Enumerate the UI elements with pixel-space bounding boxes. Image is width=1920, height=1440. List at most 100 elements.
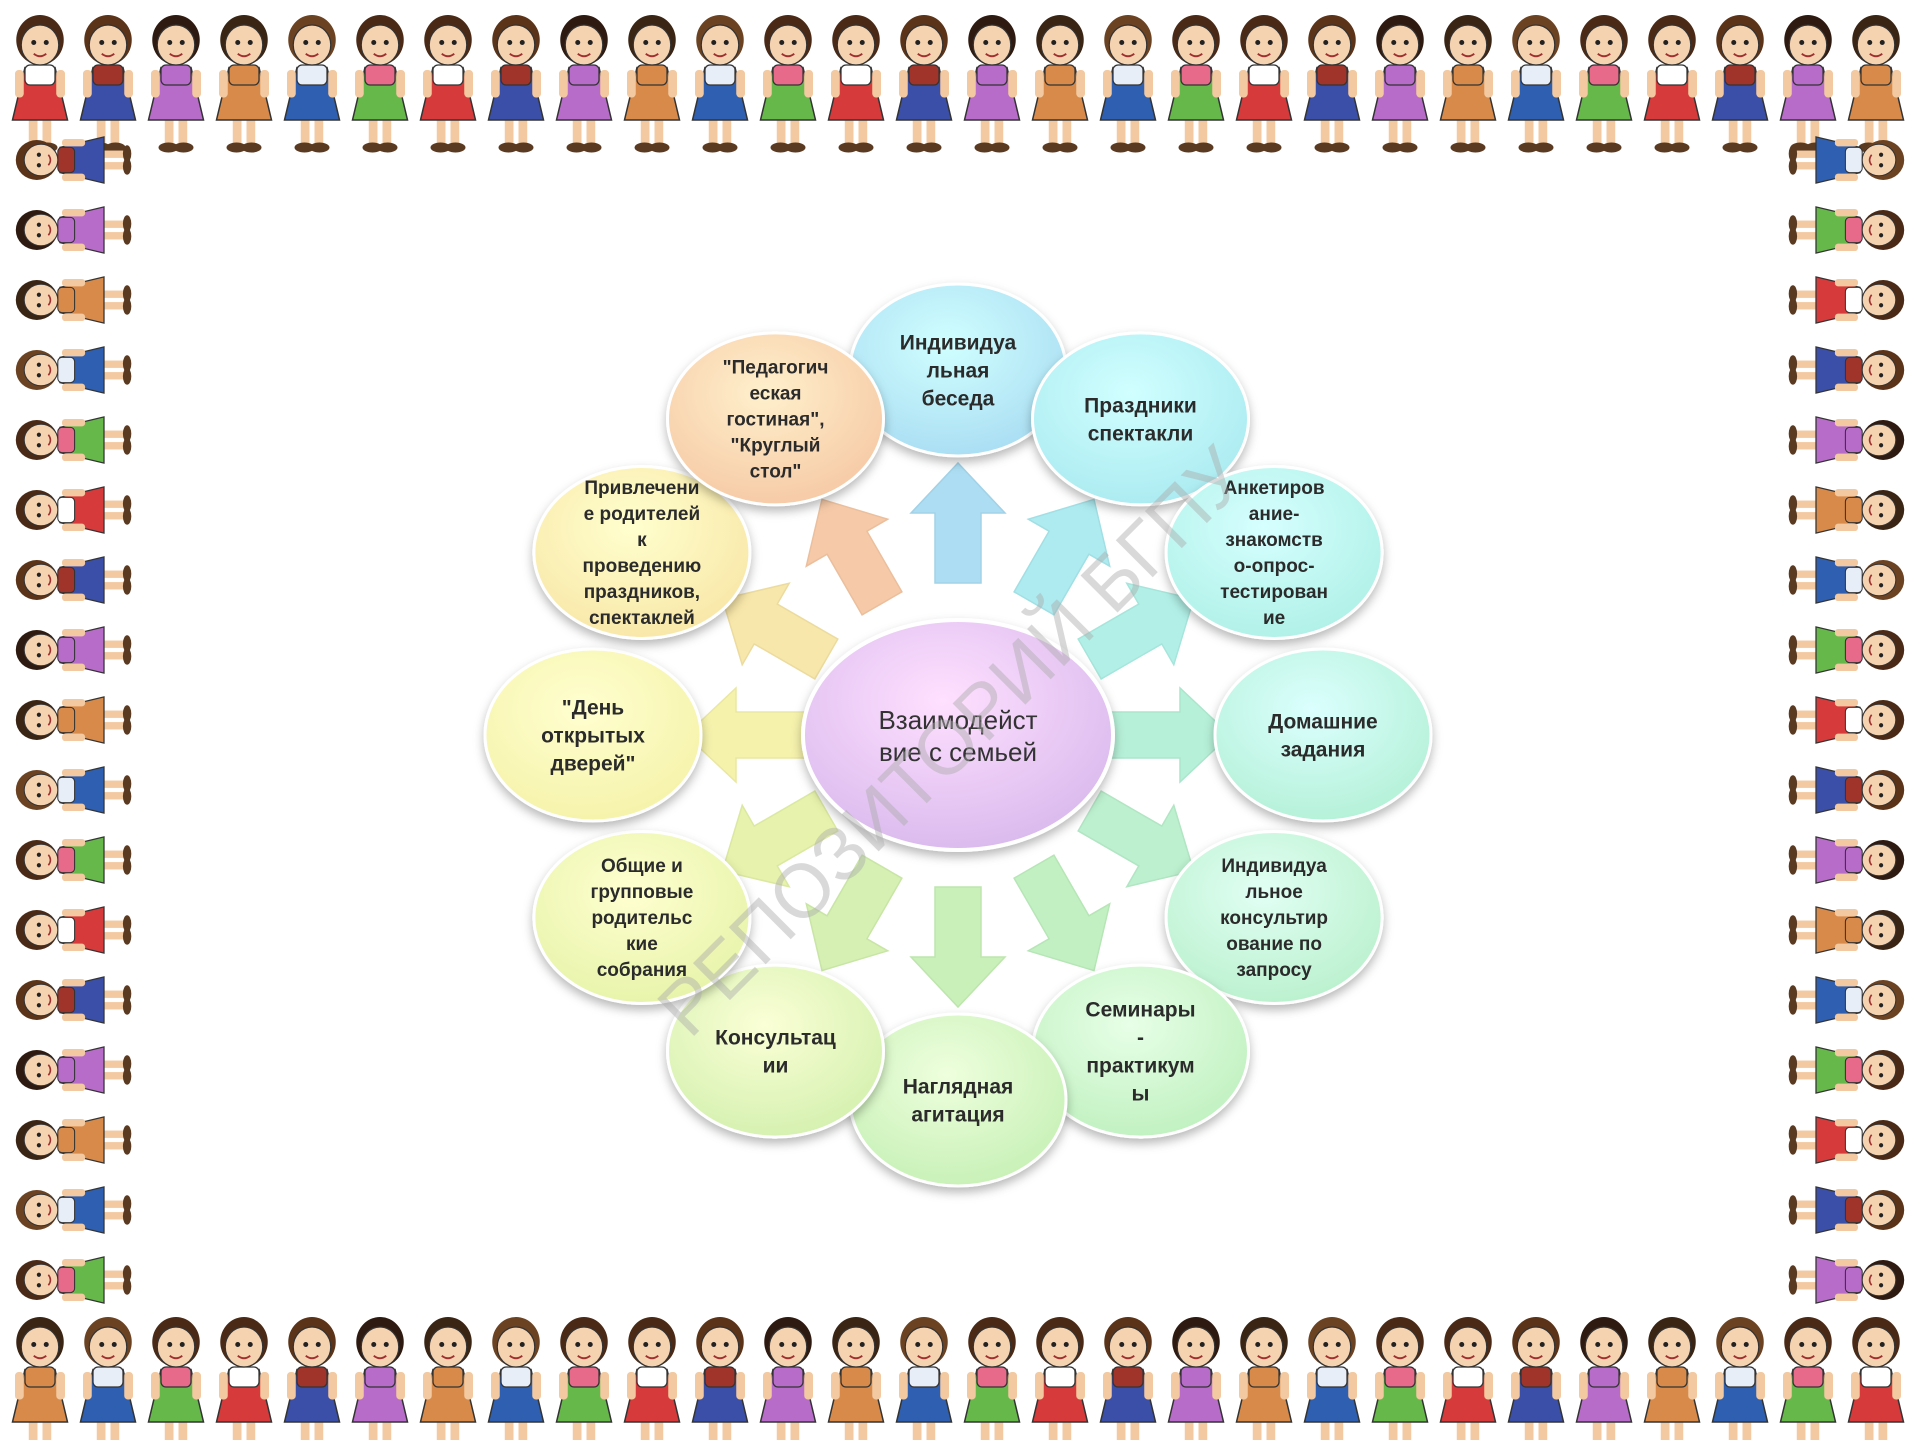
child-figure: [1788, 976, 1905, 1024]
node-questionnaire: Анкетирование-знакомство-опрос-тестирова…: [1164, 465, 1384, 640]
child-figure: [487, 15, 545, 153]
child-figure: [1779, 15, 1837, 153]
node-circle: [1164, 465, 1384, 640]
child-figure: [1788, 1256, 1905, 1304]
node-label-line: о-опрос-: [1234, 556, 1315, 577]
node-label-line: практикум: [1086, 1054, 1194, 1077]
node-label-line: еская: [749, 384, 801, 405]
node-label-line: "День: [562, 696, 625, 719]
child-figure: [15, 1186, 132, 1234]
arrow-pedagogical-lounge: [805, 498, 903, 616]
child-figure: [1711, 15, 1769, 153]
child-figure: [1031, 15, 1089, 153]
node-circle: [1031, 331, 1250, 507]
node-label-line: праздников,: [584, 582, 700, 603]
child-figure: [283, 15, 341, 153]
child-figure: [759, 1317, 817, 1440]
child-figure: [1788, 696, 1905, 744]
node-label-line: спектаклей: [589, 608, 695, 629]
child-figure: [1788, 626, 1905, 674]
child-figure: [759, 15, 817, 153]
child-figure: [15, 906, 132, 954]
child-figure: [1788, 906, 1905, 954]
arrow-meetings: [721, 790, 839, 888]
child-figure: [1711, 1317, 1769, 1440]
child-figure: [487, 1317, 545, 1440]
child-figure: [15, 1116, 132, 1164]
arrow-open-day: [684, 686, 807, 784]
child-figure: [15, 766, 132, 814]
node-label-line: ии: [763, 1054, 789, 1077]
node-circle: [532, 465, 752, 640]
node-label-line: Индивидуа: [1221, 856, 1327, 877]
node-label-line: Домашние: [1268, 710, 1377, 733]
center-label-line: Взаимодейст: [878, 705, 1037, 735]
child-figure: [419, 15, 477, 153]
child-figure: [15, 346, 132, 394]
child-figure: [623, 15, 681, 153]
child-figure: [1439, 1317, 1497, 1440]
child-figure: [15, 206, 132, 254]
node-consultations: Консультац ии: [666, 963, 885, 1139]
child-figure: [1788, 276, 1905, 324]
node-label-line: собрания: [597, 960, 687, 981]
child-figure: [147, 15, 205, 153]
child-figure: [1575, 15, 1633, 153]
child-figure: [1371, 1317, 1429, 1440]
center-label-line: вие с семьей: [879, 737, 1037, 767]
node-label-line: ание-: [1249, 504, 1300, 525]
child-figure: [351, 15, 409, 153]
child-figure: [1847, 15, 1905, 153]
child-figure: [1099, 1317, 1157, 1440]
node-label-line: консультир: [1220, 908, 1328, 929]
child-figure: [691, 1317, 749, 1440]
child-figure: [419, 1317, 477, 1440]
arrow-individual-talk: [909, 461, 1007, 584]
child-figure: [691, 15, 749, 153]
child-figure: [215, 15, 273, 153]
node-label-line: беседа: [922, 387, 995, 410]
child-figure: [1371, 15, 1429, 153]
node-label-line: -: [1137, 1026, 1144, 1049]
child-figure: [79, 1317, 137, 1440]
node-label-line: тестирован: [1220, 582, 1328, 603]
node-label-line: кие: [626, 934, 658, 955]
node-label-line: Общие и: [601, 856, 683, 877]
child-figure: [15, 556, 132, 604]
child-figure: [351, 1317, 409, 1440]
arrow-consultations: [805, 854, 903, 972]
child-figure: [895, 15, 953, 153]
node-label-line: проведению: [583, 556, 702, 577]
child-figure: [15, 416, 132, 464]
child-figure: [963, 15, 1021, 153]
node-label-line: Консультац: [715, 1026, 836, 1049]
child-figure: [1643, 15, 1701, 153]
child-figure: [1788, 1116, 1905, 1164]
node-circle: [666, 963, 885, 1139]
child-figure: [1167, 1317, 1225, 1440]
arrow-individual-consult: [1077, 790, 1195, 888]
child-figure: [15, 1256, 132, 1304]
child-figure: [283, 1317, 341, 1440]
node-label-line: запросу: [1236, 960, 1312, 981]
child-figure: [1235, 1317, 1293, 1440]
node-label-line: "Педагогич: [723, 358, 829, 379]
child-figure: [1507, 1317, 1565, 1440]
node-circle: [1164, 830, 1384, 1005]
child-figure: [15, 276, 132, 324]
node-label-line: льная: [927, 359, 990, 382]
child-figure: [1847, 1317, 1905, 1440]
child-figure: [1303, 15, 1361, 153]
child-figure: [11, 1317, 69, 1440]
child-figure: [79, 15, 137, 153]
child-figure: [1788, 486, 1905, 534]
child-figure: [1788, 836, 1905, 884]
child-figure: [1303, 1317, 1361, 1440]
